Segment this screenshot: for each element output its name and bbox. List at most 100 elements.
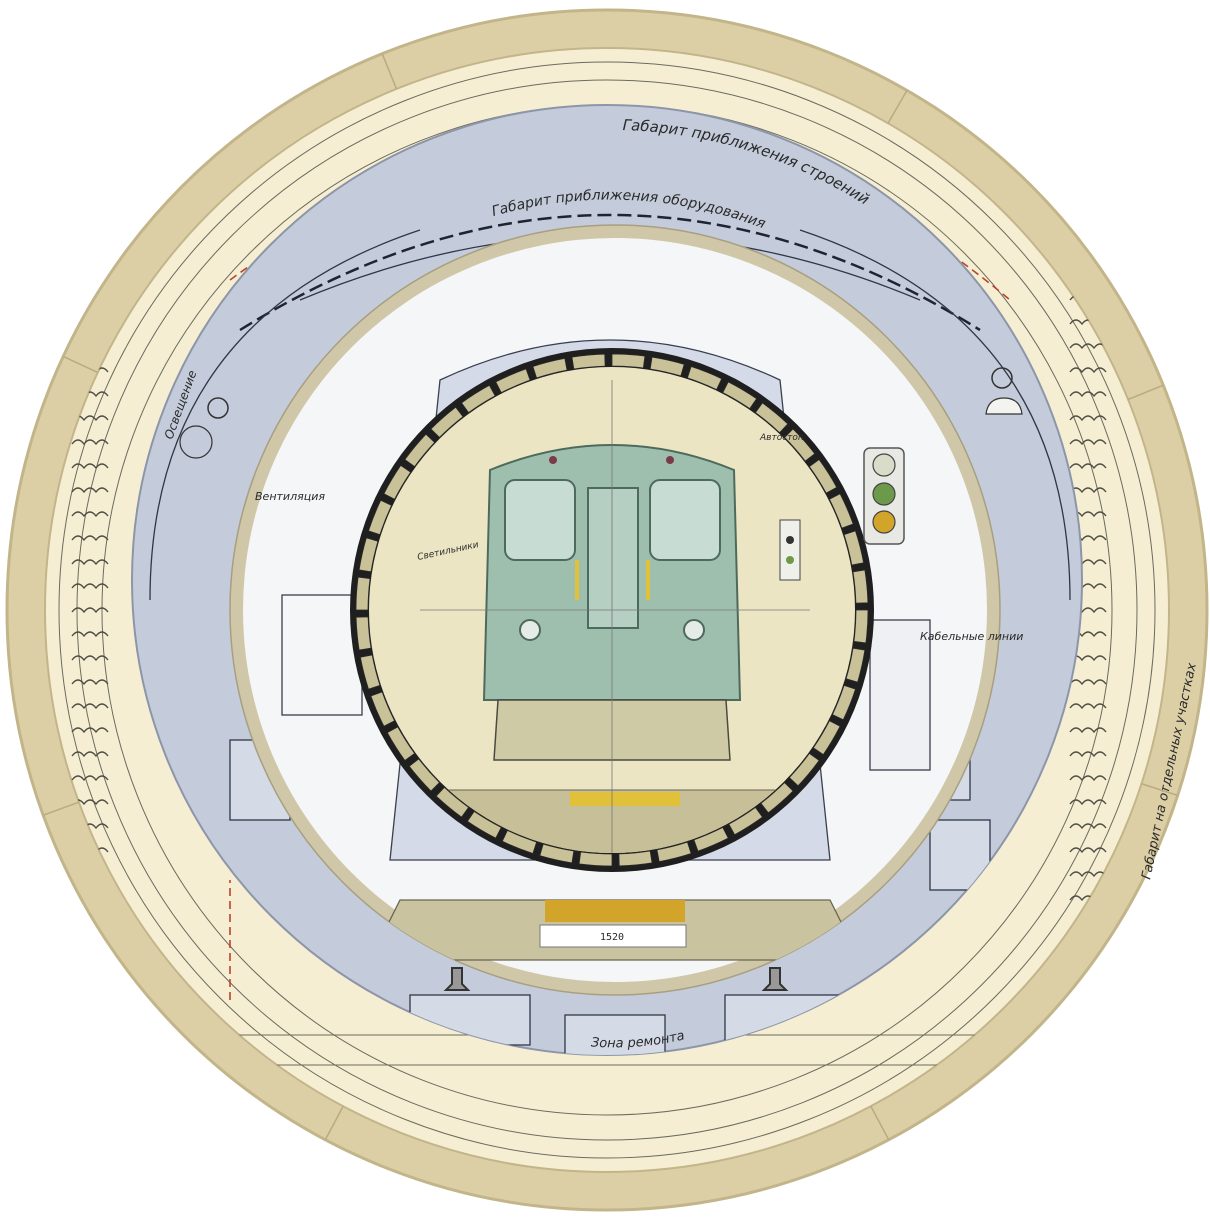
lining-segment xyxy=(539,843,575,864)
lining-segment xyxy=(408,758,441,792)
lining-segment xyxy=(828,493,854,529)
cabinet-outline xyxy=(869,619,931,771)
wave-hatch xyxy=(1069,703,1107,710)
wave-hatch xyxy=(71,439,109,446)
marker-light xyxy=(666,456,674,464)
label-right: Кабельные линии xyxy=(920,630,1023,643)
lining-segment xyxy=(368,499,393,536)
wave-hatch xyxy=(71,583,109,590)
small-signal-lamp xyxy=(786,556,794,564)
wave-hatch xyxy=(1069,415,1107,422)
lining-segment xyxy=(430,406,464,439)
equipment-box xyxy=(564,1014,666,1055)
wave-hatch xyxy=(1069,439,1107,446)
headlight-right xyxy=(683,619,705,641)
wave-hatch xyxy=(71,655,109,662)
lining-segment xyxy=(812,720,841,756)
lining-segment xyxy=(435,786,470,818)
wave-hatch xyxy=(71,703,109,710)
lining-segment xyxy=(852,569,869,604)
track-gauge-value: 1520 xyxy=(600,932,624,943)
wave-hatch xyxy=(71,775,109,782)
wave-hatch xyxy=(71,559,109,566)
ring-seam xyxy=(870,1105,890,1141)
lining-segment xyxy=(355,616,372,651)
wave-hatch xyxy=(71,463,109,470)
lining-segment xyxy=(845,647,866,683)
small-signal xyxy=(779,519,801,581)
core-drawing xyxy=(389,380,841,853)
wave-hatch xyxy=(71,727,109,734)
lining-segment xyxy=(578,851,613,867)
lining-segment xyxy=(355,576,371,611)
lining-segment xyxy=(760,781,794,814)
ring-seam xyxy=(887,90,908,124)
rail-icon xyxy=(443,967,789,991)
wave-hatch xyxy=(71,535,109,542)
headlight-left xyxy=(519,619,541,641)
ring-seam xyxy=(1127,384,1164,401)
lining-segment xyxy=(843,530,865,566)
guide-circle xyxy=(76,79,1138,1141)
lining-segment xyxy=(649,356,685,377)
wave-hatch xyxy=(71,487,109,494)
clearance-arc xyxy=(239,213,981,332)
train-window-right xyxy=(649,479,721,561)
track-bed-stripe xyxy=(545,900,685,922)
lining-segment xyxy=(693,826,729,852)
signal-light-icon xyxy=(863,447,905,545)
clearance-arc xyxy=(149,229,421,601)
lining-segment xyxy=(370,691,396,727)
wave-hatch xyxy=(1069,799,1107,806)
guide-circle xyxy=(58,61,1156,1159)
lining-segment xyxy=(831,684,856,721)
wave-hatch xyxy=(71,679,109,686)
wave-hatch xyxy=(1069,487,1107,494)
ring-seam xyxy=(42,801,80,816)
lining-segment xyxy=(611,353,646,369)
lining-segment xyxy=(386,726,416,762)
lining-segment xyxy=(466,810,502,839)
lamp-icon xyxy=(179,367,1023,459)
wave-hatch xyxy=(1069,463,1107,470)
wave-hatch xyxy=(1069,823,1107,830)
lining-segment xyxy=(788,752,820,787)
wave-hatch xyxy=(1069,751,1107,758)
marker-light xyxy=(549,456,557,464)
lining-segment xyxy=(754,402,789,434)
lining-segment xyxy=(571,353,606,370)
lining-segment xyxy=(358,537,379,573)
lining-segment xyxy=(359,654,381,690)
lining-segment xyxy=(728,806,764,836)
wave-hatch xyxy=(71,631,109,638)
wave-hatch xyxy=(71,751,109,758)
ring-seam xyxy=(62,355,98,374)
wave-hatch xyxy=(1069,775,1107,782)
ring-seam xyxy=(324,1105,344,1141)
lining-segment xyxy=(722,381,758,410)
core-track-stripe xyxy=(570,792,680,806)
train-door xyxy=(587,487,639,629)
ring-seam xyxy=(381,53,398,90)
wave-hatch xyxy=(71,511,109,518)
lining-segment xyxy=(501,829,538,854)
wave-hatch xyxy=(1069,871,1107,878)
wave-hatch xyxy=(71,607,109,614)
lining-segment xyxy=(460,384,496,414)
wave-hatch xyxy=(1069,343,1107,350)
wave-hatch xyxy=(1069,847,1107,854)
small-signal-lamp xyxy=(786,536,794,544)
lining-segment xyxy=(532,357,568,379)
wave-hatch xyxy=(1069,367,1107,374)
lining-segment xyxy=(618,850,653,867)
lining-segment xyxy=(783,428,816,462)
lining-segment xyxy=(383,464,412,500)
wave-hatch xyxy=(1069,727,1107,734)
lining-segment xyxy=(656,841,692,863)
wave-hatch xyxy=(1069,391,1107,398)
lining-segment xyxy=(808,458,838,494)
wave-hatch xyxy=(1069,679,1107,686)
lining-segment xyxy=(853,609,869,644)
